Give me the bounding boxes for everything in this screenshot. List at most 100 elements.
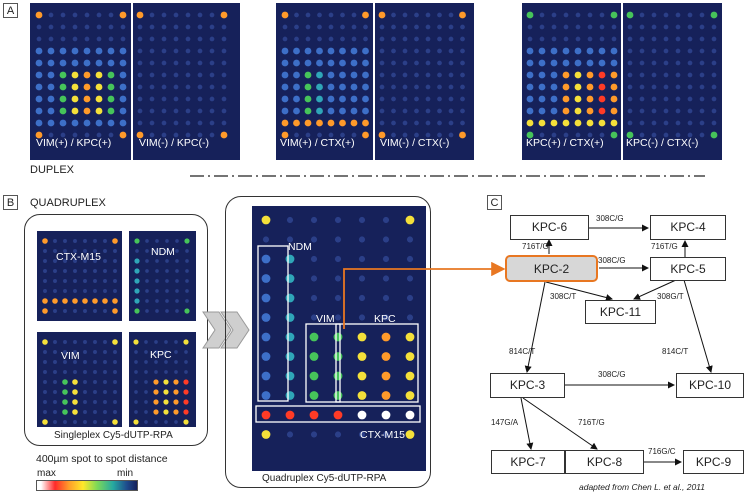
array-spot bbox=[425, 120, 431, 126]
array-spot bbox=[437, 24, 442, 30]
array-spot bbox=[305, 36, 311, 42]
array-spot bbox=[63, 269, 67, 273]
array-spot bbox=[309, 371, 319, 381]
array-spot bbox=[316, 83, 323, 91]
array-spot bbox=[134, 370, 138, 374]
array-spot bbox=[185, 299, 189, 303]
array-spot bbox=[598, 83, 606, 91]
array-spot bbox=[84, 24, 90, 30]
array-spot bbox=[406, 294, 414, 302]
array-spot bbox=[574, 71, 582, 79]
quadruplex-array bbox=[255, 215, 421, 439]
array-spot bbox=[73, 370, 77, 374]
array-spot bbox=[183, 419, 189, 425]
duplex-chip-vim-ctx: VIM(+) / CTX(+) VIM(-) / CTX(-) bbox=[276, 3, 474, 160]
array-spot bbox=[316, 107, 323, 115]
array-spot bbox=[639, 132, 645, 138]
array-spot bbox=[538, 95, 546, 103]
array-spot bbox=[108, 12, 114, 18]
array-spot bbox=[334, 275, 342, 282]
array-spot bbox=[391, 72, 396, 78]
array-spot bbox=[391, 24, 396, 30]
array-spot bbox=[405, 352, 415, 361]
array-spot bbox=[112, 419, 118, 425]
array-spot bbox=[53, 309, 57, 313]
array-spot bbox=[699, 72, 705, 78]
array-spot bbox=[587, 24, 593, 30]
array-spot bbox=[675, 12, 681, 18]
array-spot bbox=[575, 132, 581, 138]
duplex-chip-vim-kpc: VIM(+) / KPC(+) VIM(-) / KPC(-) bbox=[30, 3, 240, 160]
array-spot bbox=[391, 108, 396, 114]
array-spot bbox=[687, 12, 693, 18]
array-spot bbox=[53, 380, 57, 384]
array-spot bbox=[550, 71, 558, 79]
array-spot bbox=[340, 12, 345, 18]
array-spot bbox=[711, 48, 717, 54]
array-spot bbox=[304, 119, 312, 127]
array-spot bbox=[402, 108, 408, 114]
array-spot bbox=[161, 12, 167, 18]
array-spot bbox=[221, 24, 227, 30]
array-spot bbox=[610, 83, 618, 91]
edge-label-kpc3-kpc10: 308C/G bbox=[598, 370, 626, 379]
array-spot bbox=[350, 95, 358, 103]
array-spot bbox=[526, 119, 534, 127]
array-spot bbox=[83, 47, 91, 55]
array-spot bbox=[362, 47, 369, 55]
array-spot bbox=[460, 48, 465, 54]
array-spot bbox=[550, 47, 558, 55]
array-spot bbox=[699, 96, 705, 102]
array-spot bbox=[293, 95, 300, 103]
array-spot bbox=[358, 275, 366, 282]
array-spot bbox=[425, 96, 431, 102]
array-spot bbox=[587, 12, 593, 18]
array-spot bbox=[93, 259, 97, 263]
array-spot bbox=[391, 12, 396, 18]
array-spot bbox=[651, 72, 657, 78]
array-spot bbox=[285, 410, 295, 420]
array-spot bbox=[437, 108, 442, 114]
array-spot bbox=[711, 108, 717, 114]
array-spot bbox=[137, 84, 143, 90]
array-spot bbox=[83, 239, 87, 243]
array-spot bbox=[406, 314, 414, 321]
array-spot bbox=[627, 48, 633, 54]
array-spot bbox=[304, 95, 312, 103]
chip-label-kpc-ctx-pos: KPC(+) / CTX(+) bbox=[526, 137, 604, 149]
array-spot bbox=[710, 131, 718, 139]
singleplex-chip-kpc: KPC bbox=[129, 332, 196, 427]
array-spot bbox=[103, 420, 107, 424]
array-spot bbox=[165, 249, 169, 253]
quad-label-ndm: NDM bbox=[288, 241, 312, 253]
array-spot bbox=[610, 95, 618, 103]
array-spot bbox=[185, 48, 191, 54]
array-spot bbox=[575, 36, 581, 42]
array-spot bbox=[82, 298, 88, 304]
array-spot bbox=[184, 360, 188, 364]
array-spot bbox=[173, 24, 179, 30]
array-spot bbox=[391, 84, 396, 90]
array-spot bbox=[144, 370, 148, 374]
array-spot bbox=[574, 83, 582, 91]
array-spot bbox=[185, 36, 191, 42]
array-spot bbox=[149, 96, 155, 102]
array-spot bbox=[328, 24, 334, 30]
array-spot bbox=[425, 84, 431, 90]
array-spot bbox=[73, 420, 77, 424]
array-spot bbox=[362, 95, 369, 103]
array-spot bbox=[687, 36, 693, 42]
chip-label-vim-ctx-neg: VIM(-) / CTX(-) bbox=[380, 137, 450, 149]
singleplex-label-vim: VIM bbox=[61, 350, 80, 362]
array-spot bbox=[539, 36, 545, 42]
array-spot bbox=[83, 390, 87, 394]
array-spot bbox=[53, 269, 57, 273]
edge-label-kpc2-kpc3: 814C/T bbox=[509, 347, 536, 356]
array-spot bbox=[425, 12, 431, 18]
array-spot bbox=[93, 309, 97, 313]
array-spot bbox=[83, 249, 87, 253]
array-spot bbox=[663, 48, 669, 54]
array-spot bbox=[63, 239, 67, 243]
array-spot bbox=[309, 332, 319, 342]
array-spot bbox=[425, 60, 431, 66]
